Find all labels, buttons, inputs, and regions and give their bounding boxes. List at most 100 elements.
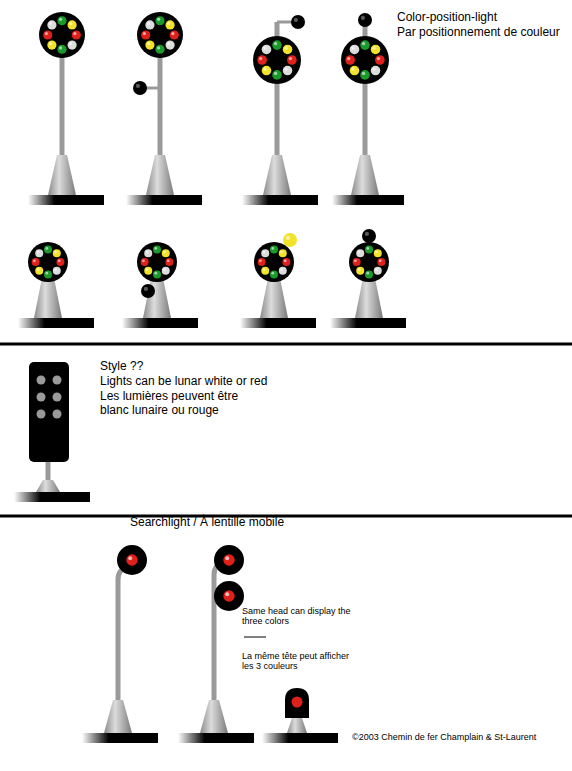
signal-lamp bbox=[287, 55, 297, 65]
signal-base bbox=[200, 700, 228, 733]
caption-text: Style ?? bbox=[100, 360, 300, 374]
signal-plinth bbox=[332, 195, 404, 205]
signal-mast bbox=[158, 50, 163, 160]
signal-lamp bbox=[371, 45, 381, 55]
signal-lamp bbox=[47, 40, 56, 49]
signal-lamp bbox=[37, 410, 46, 419]
signal-plinth bbox=[126, 195, 202, 205]
signal-lamp bbox=[37, 376, 46, 385]
marker-lamp bbox=[283, 233, 297, 247]
signal-base bbox=[351, 155, 379, 195]
cpl-head bbox=[341, 36, 389, 84]
rule-line bbox=[0, 515, 572, 518]
signal-base bbox=[36, 480, 60, 492]
cpl-head bbox=[28, 242, 68, 282]
signal-plinth bbox=[262, 733, 338, 743]
signal-lamp bbox=[374, 249, 382, 257]
signal-lamp bbox=[53, 410, 62, 419]
signal-lamp bbox=[223, 590, 234, 601]
signal-base bbox=[34, 278, 62, 318]
signal-lamp bbox=[153, 246, 161, 254]
signal-lamp bbox=[283, 66, 293, 76]
signal-lamp bbox=[144, 267, 152, 275]
signal-lamp bbox=[356, 249, 364, 257]
signal-lamp bbox=[262, 66, 272, 76]
signal-lamp bbox=[356, 267, 364, 275]
signal-lamp bbox=[67, 40, 76, 49]
rule-line bbox=[0, 343, 572, 346]
caption-text: Les lumières peuvent être blanc lunaire … bbox=[100, 390, 260, 418]
caption-text: Searchlight / À lentille mobile bbox=[130, 516, 370, 530]
cpl-head bbox=[253, 36, 301, 84]
signal-lamp bbox=[360, 70, 370, 80]
signal-lamp bbox=[155, 16, 164, 25]
signal-lamp bbox=[57, 16, 66, 25]
signal-lamp bbox=[279, 267, 287, 275]
signal-lamp bbox=[365, 246, 373, 254]
signal-base bbox=[48, 155, 76, 195]
caption-text: La même tête peut afficher les 3 couleur… bbox=[242, 651, 352, 672]
signal-lamp bbox=[272, 70, 282, 80]
signal-lamp bbox=[162, 267, 170, 275]
cpl-head bbox=[137, 12, 183, 58]
cpl-head bbox=[39, 12, 85, 58]
marker-lamp bbox=[291, 15, 305, 29]
signal-plinth bbox=[18, 318, 94, 328]
dwarf-searchlight-head bbox=[285, 688, 309, 718]
rule-line bbox=[244, 637, 266, 638]
signal-lamp bbox=[350, 66, 360, 76]
signal-lamp bbox=[53, 249, 61, 257]
signal-lamp bbox=[53, 267, 61, 275]
signals bbox=[0, 12, 572, 743]
cpl-head bbox=[137, 242, 177, 282]
signal-lamp bbox=[141, 258, 149, 266]
signal-lamp bbox=[371, 66, 381, 76]
signal-mast bbox=[60, 50, 65, 160]
signal-lamp bbox=[377, 258, 385, 266]
searchlight-head bbox=[214, 545, 244, 575]
signal-lamp bbox=[162, 249, 170, 257]
signal-lamp bbox=[35, 249, 43, 257]
signal-mast bbox=[118, 567, 130, 710]
caption-text: Lights can be lunar white or red bbox=[100, 375, 320, 389]
signal-lamp bbox=[270, 270, 278, 278]
signal-lamp bbox=[37, 393, 46, 402]
signal-lamp bbox=[141, 30, 150, 39]
signal-plinth bbox=[240, 318, 316, 328]
signal-lamp bbox=[365, 270, 373, 278]
searchlight-head bbox=[214, 581, 244, 611]
signal-lamp bbox=[375, 55, 385, 65]
signal-lamp bbox=[262, 45, 272, 55]
signal-lamp bbox=[56, 258, 64, 266]
caption-text: Same head can display the three colors bbox=[242, 606, 352, 627]
cpl-head bbox=[349, 242, 389, 282]
signal-lamp bbox=[345, 55, 355, 65]
signal-plinth bbox=[330, 318, 406, 328]
caption-text: Par positionnement de couleur bbox=[397, 26, 567, 40]
signal-lamp bbox=[270, 246, 278, 254]
signal-lamp bbox=[353, 258, 361, 266]
signal-lamp bbox=[283, 45, 293, 55]
signal-plinth bbox=[242, 195, 318, 205]
marker-lamp bbox=[141, 284, 155, 298]
signal-lamp bbox=[165, 258, 173, 266]
signal-base bbox=[355, 278, 383, 318]
signal-head bbox=[29, 362, 69, 462]
signal-lamp bbox=[126, 554, 137, 565]
signal-lamp bbox=[144, 249, 152, 257]
signal-lamp bbox=[53, 376, 62, 385]
signal-plinth bbox=[28, 195, 104, 205]
signal-plinth bbox=[82, 733, 158, 743]
signal-base bbox=[260, 278, 288, 318]
signal-lamp bbox=[155, 45, 164, 54]
signal-lamp bbox=[257, 55, 267, 65]
signal-lamp bbox=[223, 554, 234, 565]
signal-lamp bbox=[43, 30, 52, 39]
signal-lamp bbox=[32, 258, 40, 266]
signal-lamp bbox=[57, 45, 66, 54]
signal-lamp bbox=[170, 30, 179, 39]
signal-lamp bbox=[258, 258, 266, 266]
signal-lamp bbox=[292, 697, 303, 708]
signal-plinth bbox=[122, 318, 198, 328]
signal-base bbox=[263, 155, 291, 195]
